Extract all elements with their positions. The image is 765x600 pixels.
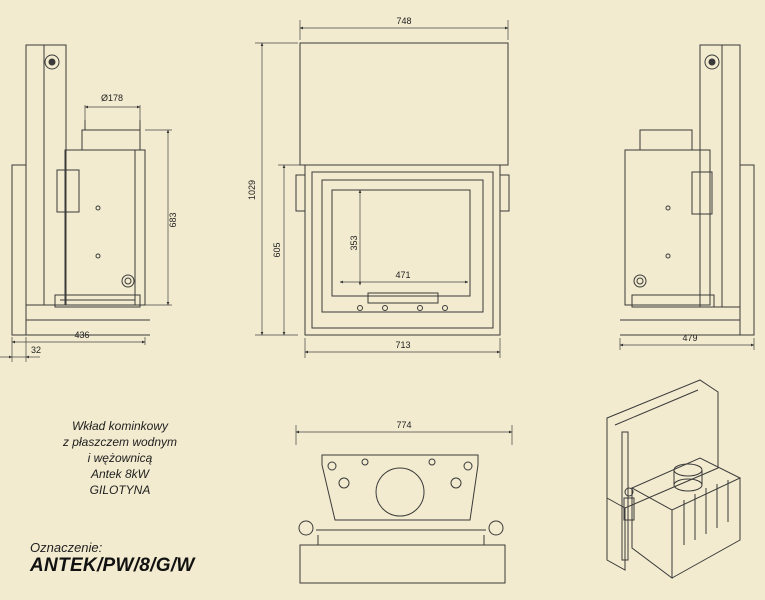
dim-right-depth: 479 [682, 333, 697, 343]
dim-side-offset: 32 [31, 345, 41, 355]
description-line: z płaszczem wodnym [62, 435, 178, 449]
dim-body-width: 713 [395, 340, 410, 350]
description-line: i wężownicą [87, 451, 153, 465]
dimension-lines [0, 20, 755, 445]
designation-label: Oznaczenie: [30, 540, 103, 555]
dim-side-depth: 436 [74, 330, 89, 340]
dim-glass-height: 353 [349, 235, 359, 250]
description-line: Antek 8kW [90, 467, 150, 481]
product-description: Wkład kominkowy z płaszczem wodnym i węż… [30, 418, 210, 498]
dim-pipe-diameter: Ø178 [101, 93, 123, 103]
dim-side-height: 683 [168, 212, 178, 227]
dim-glass-width: 471 [395, 270, 410, 280]
description-line: Wkład kominkowy [71, 419, 169, 433]
description-line: GILOTYNA [89, 483, 151, 497]
dim-body-height: 605 [272, 242, 282, 257]
designation-code: ANTEK/PW/8/G/W [30, 555, 195, 576]
side-view-left [11, 44, 150, 336]
dim-total-height: 1029 [247, 180, 257, 200]
dim-top-view-width: 774 [396, 420, 411, 430]
top-view [298, 454, 506, 584]
front-view [295, 42, 510, 336]
dim-top-width: 748 [396, 16, 411, 26]
isometric-view [606, 379, 742, 579]
side-view-right [620, 44, 755, 336]
